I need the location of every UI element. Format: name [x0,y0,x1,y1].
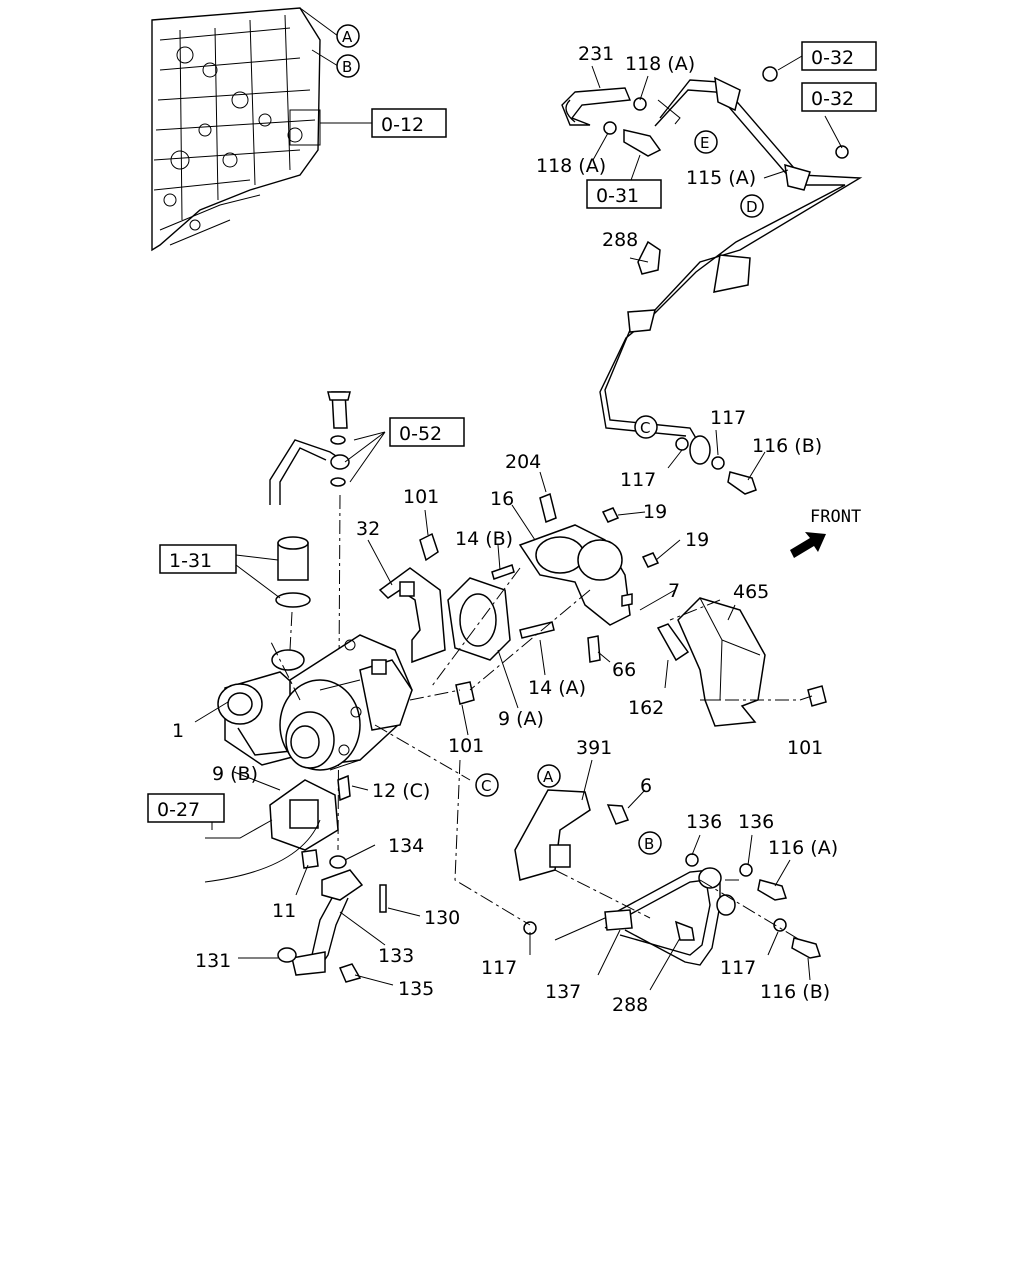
part-label: 131 [195,950,231,972]
exhaust-gasket-9a [447,577,511,661]
part-label: 133 [378,945,414,967]
circle-label: E [700,134,709,152]
part-label: 116 (B) [752,435,822,457]
circle-label: B [342,58,352,76]
circle-label: D [746,198,758,216]
part-number-labels: 231 118 (A) 118 (A) 0-32 0-32 0-31 115 (… [157,43,861,1016]
part-label: 1-31 [169,550,212,572]
part-label: 465 [733,581,769,603]
part-label: 19 [643,501,667,523]
circled-reference-letters: A B E D C C A B [336,24,764,855]
part-label: 16 [490,488,514,510]
part-label: 7 [668,580,680,602]
heat-shield-32 [371,567,446,675]
part-label: 162 [628,697,664,719]
oil-feed-pipe [599,76,863,465]
part-label: 117 [710,407,746,429]
oil-hose [561,87,632,126]
part-label: 32 [356,518,380,540]
part-label: 137 [545,981,581,1003]
part-label: 0-31 [596,185,639,207]
circle-label: C [481,777,491,795]
part-label: 117 [720,957,756,979]
heat-cover-465 [677,597,766,727]
oil-return-pipe-lower [291,869,364,976]
circle-label: A [342,28,353,46]
part-label: 391 [576,737,612,759]
part-label: 118 (A) [536,155,606,177]
circle-label: A [543,768,554,786]
engine-block-drawing [151,7,321,252]
part-label: 66 [612,659,636,681]
part-label: 101 [403,486,439,508]
part-label: 135 [398,978,434,1000]
ref-box-0-52 [389,417,465,447]
circle-label: B [644,835,654,853]
part-label: 14 (A) [528,677,586,699]
part-label: 130 [424,907,460,929]
part-label: 115 (A) [686,167,756,189]
part-label: 101 [787,737,823,759]
part-label: 136 [686,811,722,833]
ref-box-0-12 [371,108,447,138]
part-label: 101 [448,735,484,757]
part-label: 9 (B) [212,763,258,785]
part-label: 0-27 [157,799,200,821]
part-label: 0-52 [399,423,442,445]
part-label: FRONT [810,507,861,527]
ref-box-0-27 [147,793,225,823]
part-label: 117 [481,957,517,979]
part-label: 116 (A) [768,837,838,859]
ref-box-0-32-a [801,41,877,71]
circle-label: C [640,419,650,437]
leader-lines [194,55,843,991]
part-label: 0-32 [811,88,854,110]
part-label: 6 [640,775,652,797]
part-label: 231 [578,43,614,65]
part-label: 11 [272,900,296,922]
ref-box-0-31 [586,179,662,209]
front-arrow [790,532,826,558]
oil-hose-clamp [235,536,311,671]
water-pipe-bracket-391 [514,789,591,881]
part-label: 288 [612,994,648,1016]
part-label: 9 (A) [498,708,544,730]
part-label: 134 [388,835,424,857]
gasket-9b [269,779,339,851]
part-label: 0-32 [811,47,854,69]
part-label: 118 (A) [625,53,695,75]
oil-return-pipe-upper [269,391,351,505]
part-label: 136 [738,811,774,833]
part-label: 1 [172,720,184,742]
part-label: 204 [505,451,541,473]
turbocharger-assembly [217,634,413,771]
water-pipe [604,867,736,966]
part-label: 19 [685,529,709,551]
part-label: 12 (C) [372,780,430,802]
exhaust-elbow-16 [518,492,631,626]
part-label: 288 [602,229,638,251]
part-label: 0-12 [381,114,424,136]
part-label: 117 [620,469,656,491]
part-label: 14 (B) [455,528,513,550]
ref-box-0-32-b [801,82,877,112]
part-label: 116 (B) [760,981,830,1003]
ref-box-1-31 [159,544,237,574]
